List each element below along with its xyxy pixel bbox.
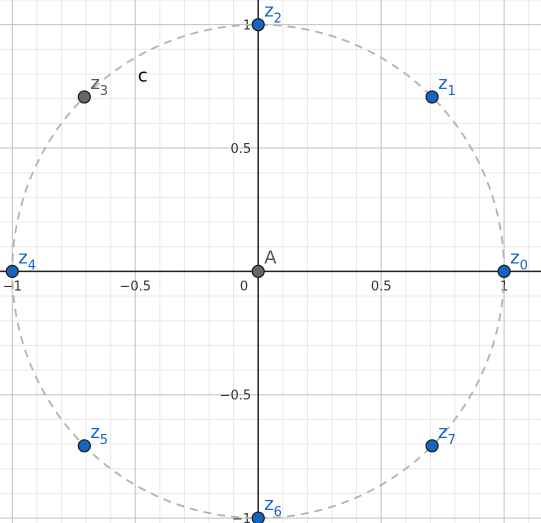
point-z1-marker[interactable] [425, 90, 439, 104]
x-tick-label: 0 [240, 279, 248, 294]
point-A-marker[interactable] [251, 264, 265, 278]
x-tick-label: −0.5 [119, 279, 151, 294]
point-z0-label: z0 [510, 247, 528, 273]
point-z1[interactable]: z1 [425, 73, 456, 104]
y-tick-label: 0.5 [231, 142, 252, 157]
point-z2-marker[interactable] [251, 18, 265, 32]
point-A-label: A [264, 247, 277, 268]
point-z0[interactable]: z0 [497, 247, 528, 278]
point-z6[interactable]: z6 [251, 494, 282, 523]
point-z1-label: z1 [438, 73, 456, 99]
point-z5-label: z5 [90, 422, 108, 448]
point-z0-marker[interactable] [497, 264, 511, 278]
point-z3-marker[interactable] [77, 90, 91, 104]
circle-label: c [138, 65, 148, 86]
point-z3[interactable]: z3 [77, 73, 108, 104]
point-A[interactable]: A [251, 247, 277, 278]
point-z2-label: z2 [264, 1, 282, 27]
y-tick-label: 1 [243, 19, 251, 34]
point-z7[interactable]: z7 [425, 422, 456, 453]
y-tick-label: −0.5 [220, 389, 252, 404]
point-z4-marker[interactable] [5, 264, 19, 278]
point-z4-label: z4 [18, 247, 36, 273]
x-tick-label: 0.5 [371, 279, 392, 294]
point-z5-marker[interactable] [77, 439, 91, 453]
point-z6-marker[interactable] [251, 511, 265, 523]
point-z4[interactable]: z4 [5, 247, 36, 278]
point-z3-label: z3 [90, 73, 108, 99]
point-z7-marker[interactable] [425, 439, 439, 453]
point-z6-label: z6 [264, 494, 282, 520]
y-tick-label: −1 [232, 512, 251, 523]
point-z7-label: z7 [438, 422, 456, 448]
point-z2[interactable]: z2 [251, 1, 282, 32]
point-z5[interactable]: z5 [77, 422, 108, 453]
